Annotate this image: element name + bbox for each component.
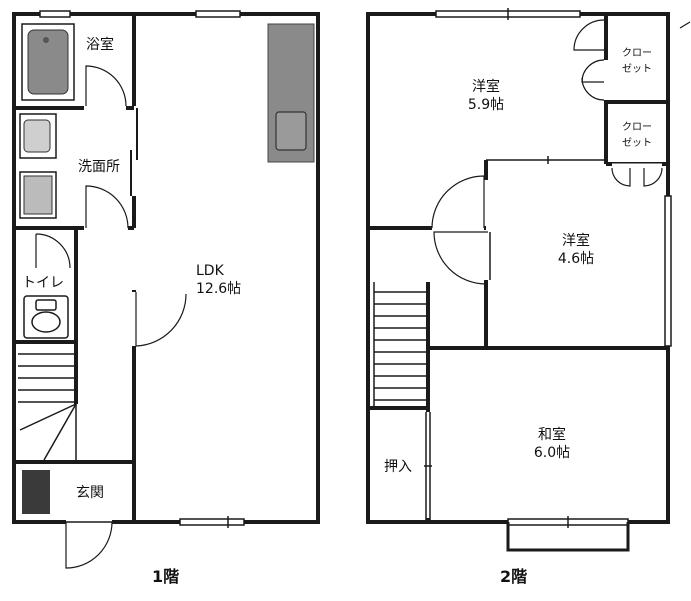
- label-storage: 押入: [384, 459, 412, 475]
- label-toilet: トイレ: [22, 275, 64, 291]
- washing-machine: [19, 171, 57, 219]
- label-closet2-line2: ゼット: [622, 138, 652, 149]
- compass-mark: [679, 21, 691, 29]
- floor1-windows: [39, 10, 245, 528]
- toilet-fixture: [23, 295, 69, 339]
- bathtub: [21, 23, 75, 101]
- floor1-doors: [35, 65, 187, 569]
- floor2-outer-wall: [366, 12, 670, 524]
- label-entrance: 玄関: [76, 485, 104, 501]
- label-ldk: LDK: [196, 263, 224, 279]
- window-western2: [664, 195, 672, 347]
- balcony: [506, 522, 630, 552]
- floor1-stairs: [18, 353, 77, 461]
- label-western1-size: 5.9帖: [467, 97, 505, 113]
- label-western2: 洋室: [562, 233, 590, 249]
- label-ldk-size: 12.6帖: [196, 281, 242, 297]
- floor2-walls: [366, 12, 670, 524]
- label-bath: 浴室: [86, 37, 114, 53]
- shoe-cabinet: [22, 470, 50, 514]
- kitchen-counter: [267, 23, 315, 163]
- window-ldk-top: [195, 10, 241, 18]
- label-washroom: 洗面所: [78, 159, 120, 175]
- window-bath: [39, 10, 71, 18]
- window-ldk-bottom: [179, 518, 245, 526]
- label-western2-size: 4.6帖: [557, 251, 595, 267]
- label-closet1-line1: クロー: [622, 48, 652, 59]
- label-japanese-size: 6.0帖: [533, 445, 571, 461]
- floor1-walls: [12, 12, 320, 524]
- floor2-stairs: [373, 282, 426, 408]
- floor2-label: 2階: [500, 567, 528, 586]
- label-closet2-line1: クロー: [622, 122, 652, 133]
- floor2-doors: [424, 19, 663, 520]
- floor1-outer-wall: [12, 12, 320, 524]
- label-western1: 洋室: [472, 79, 500, 95]
- washbasin: [19, 113, 57, 159]
- floor1-label: 1階: [152, 567, 180, 586]
- label-closet1-line2: ゼット: [622, 64, 652, 75]
- label-japanese: 和室: [538, 427, 566, 443]
